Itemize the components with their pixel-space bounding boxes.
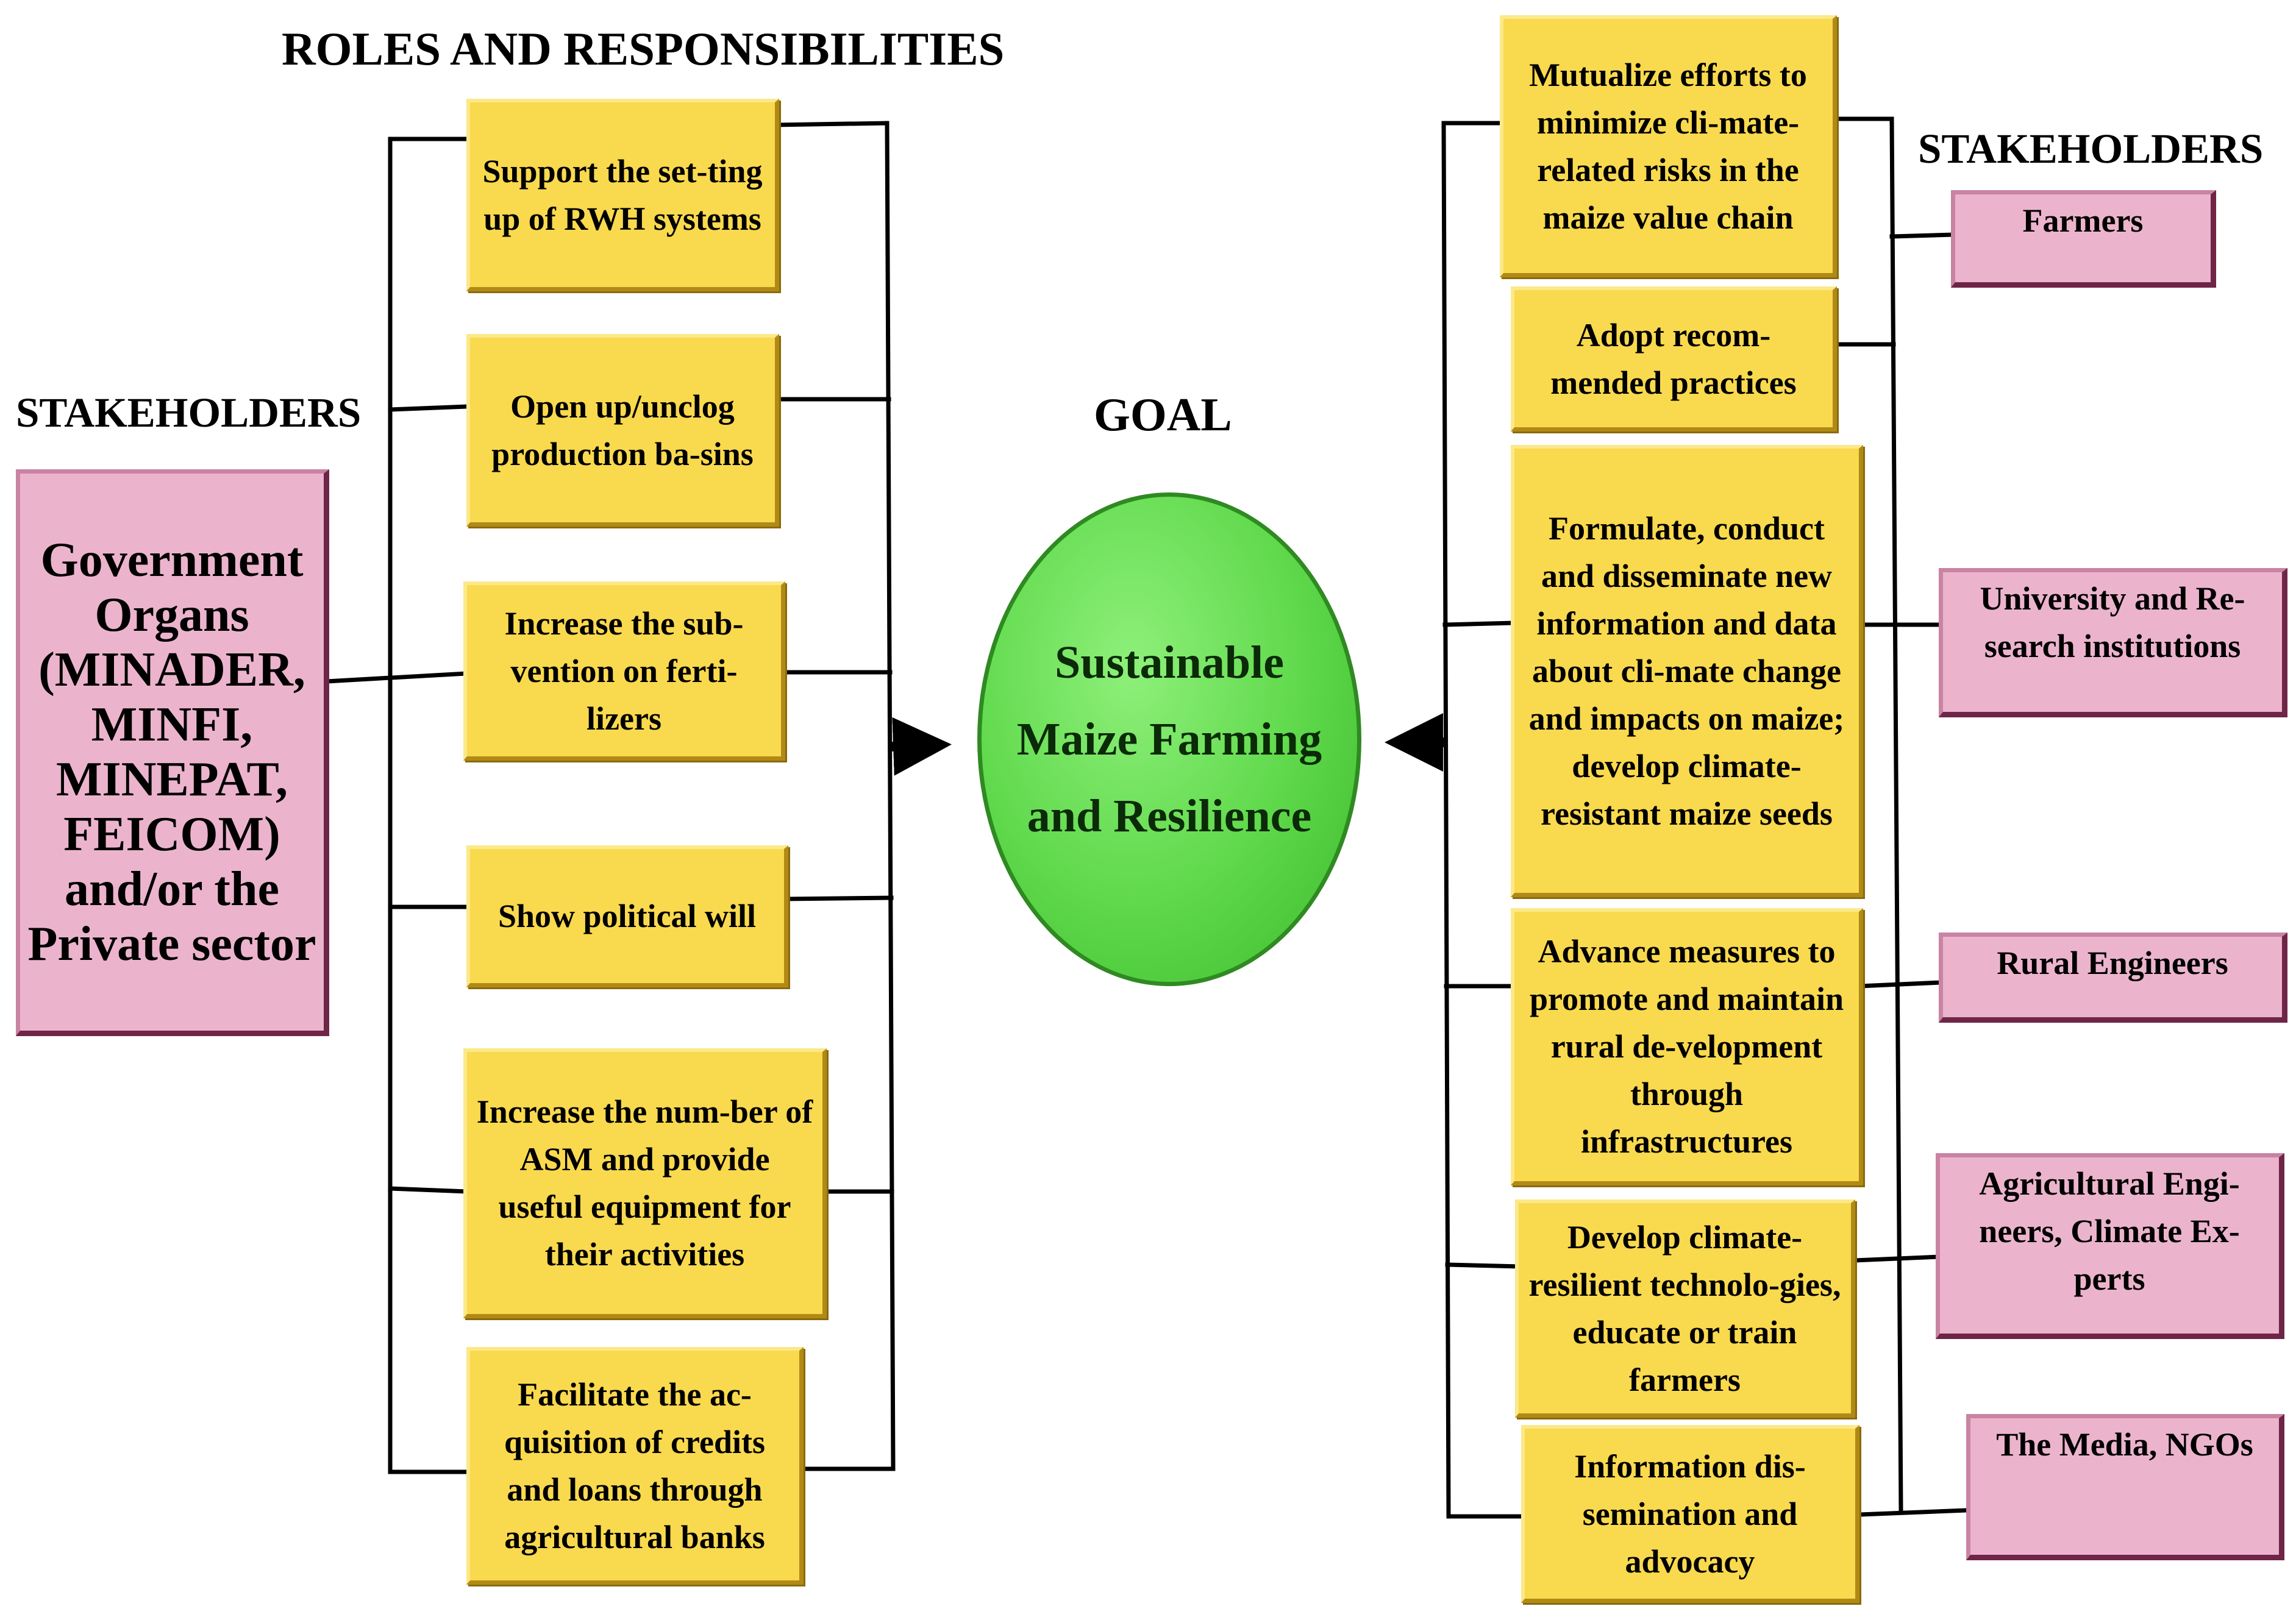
right-collector-line — [1441, 121, 1451, 1519]
roles-heading: ROLES AND RESPONSIBILITIES — [282, 23, 1005, 75]
left-role-box: Show political will — [466, 845, 788, 987]
left-role-label: Support the set-ting up of RWH systems — [482, 152, 763, 237]
left-role-label: Show political will — [497, 898, 757, 934]
right-role-label: Information dis-semination and advocacy — [1574, 1448, 1806, 1580]
right-role-box: Develop climate-resilient technolo-gies,… — [1515, 1199, 1855, 1418]
left-role-label: Increase the num-ber of ASM and provide … — [476, 1093, 813, 1273]
goal-ellipse: Sustainable Maize Farming and Resilience — [977, 492, 1361, 986]
right-trunk-line — [1889, 116, 1903, 1513]
right-role-label: Advance measures to promote and maintain… — [1529, 933, 1844, 1160]
right-role-box: Mutualize efforts to minimize cli-mate-r… — [1500, 15, 1837, 277]
right-stakeholder-label: University and Re-search institutions — [1980, 580, 2245, 664]
right-stakeholder-box: The Media, NGOs — [1966, 1414, 2284, 1560]
left-role-box: Support the set-ting up of RWH systems — [466, 99, 779, 291]
right-role-label: Adopt recom-mended practices — [1550, 316, 1797, 401]
right-role-box: Information dis-semination and advocacy — [1521, 1425, 1859, 1603]
goal-heading: GOAL — [1094, 388, 1232, 441]
right-role-box: Advance measures to promote and maintain… — [1511, 908, 1863, 1185]
right-stakeholder-box: University and Re-search institutions — [1939, 568, 2287, 717]
right-stakeholder-box: Agricultural Engi-neers, Climate Ex-pert… — [1936, 1153, 2284, 1339]
left-stakeholder-box: Government Organs (MINADER, MINFI, MINEP… — [16, 469, 329, 1036]
goal-label: Sustainable Maize Farming and Resilience — [1016, 637, 1322, 842]
right-role-label: Mutualize efforts to minimize cli-mate-r… — [1529, 56, 1807, 236]
right-stakeholder-label: Rural Engineers — [1997, 945, 2228, 981]
right-role-box: Formulate, conduct and disseminate new i… — [1511, 445, 1863, 897]
right-stakeholder-label: Farmers — [2022, 202, 2144, 239]
right-role-label: Formulate, conduct and disseminate new i… — [1528, 510, 1845, 832]
left-stakeholder-connector — [324, 671, 469, 684]
left-goal-arrow — [890, 717, 952, 776]
left-collector-line — [885, 121, 896, 1471]
left-stakeholder-label: Government Organs (MINADER, MINFI, MINEP… — [27, 533, 316, 971]
stakeholders-heading-right: STAKEHOLDERS — [1918, 126, 2264, 172]
left-role-box: Facilitate the ac-quisition of credits a… — [466, 1347, 804, 1585]
left-role-label: Facilitate the ac-quisition of credits a… — [504, 1376, 766, 1555]
right-role-box: Adopt recom-mended practices — [1511, 286, 1837, 432]
left-role-label: Increase the sub-vention on ferti-lizers — [504, 605, 744, 737]
right-role-label: Develop climate-resilient technolo-gies,… — [1528, 1218, 1841, 1398]
right-stakeholder-label: The Media, NGOs — [1996, 1426, 2253, 1463]
right-stakeholder-box: Farmers — [1951, 190, 2216, 288]
right-stakeholder-label: Agricultural Engi-neers, Climate Ex-pert… — [1979, 1165, 2240, 1297]
left-role-box: Increase the num-ber of ASM and provide … — [463, 1048, 827, 1318]
right-stakeholder-box: Rural Engineers — [1939, 933, 2287, 1023]
left-role-label: Open up/unclog production ba-sins — [491, 388, 754, 472]
left-role-box: Open up/unclog production ba-sins — [466, 334, 779, 527]
left-role-box: Increase the sub-vention on ferti-lizers — [463, 581, 785, 761]
stakeholders-heading-left: STAKEHOLDERS — [16, 389, 362, 436]
